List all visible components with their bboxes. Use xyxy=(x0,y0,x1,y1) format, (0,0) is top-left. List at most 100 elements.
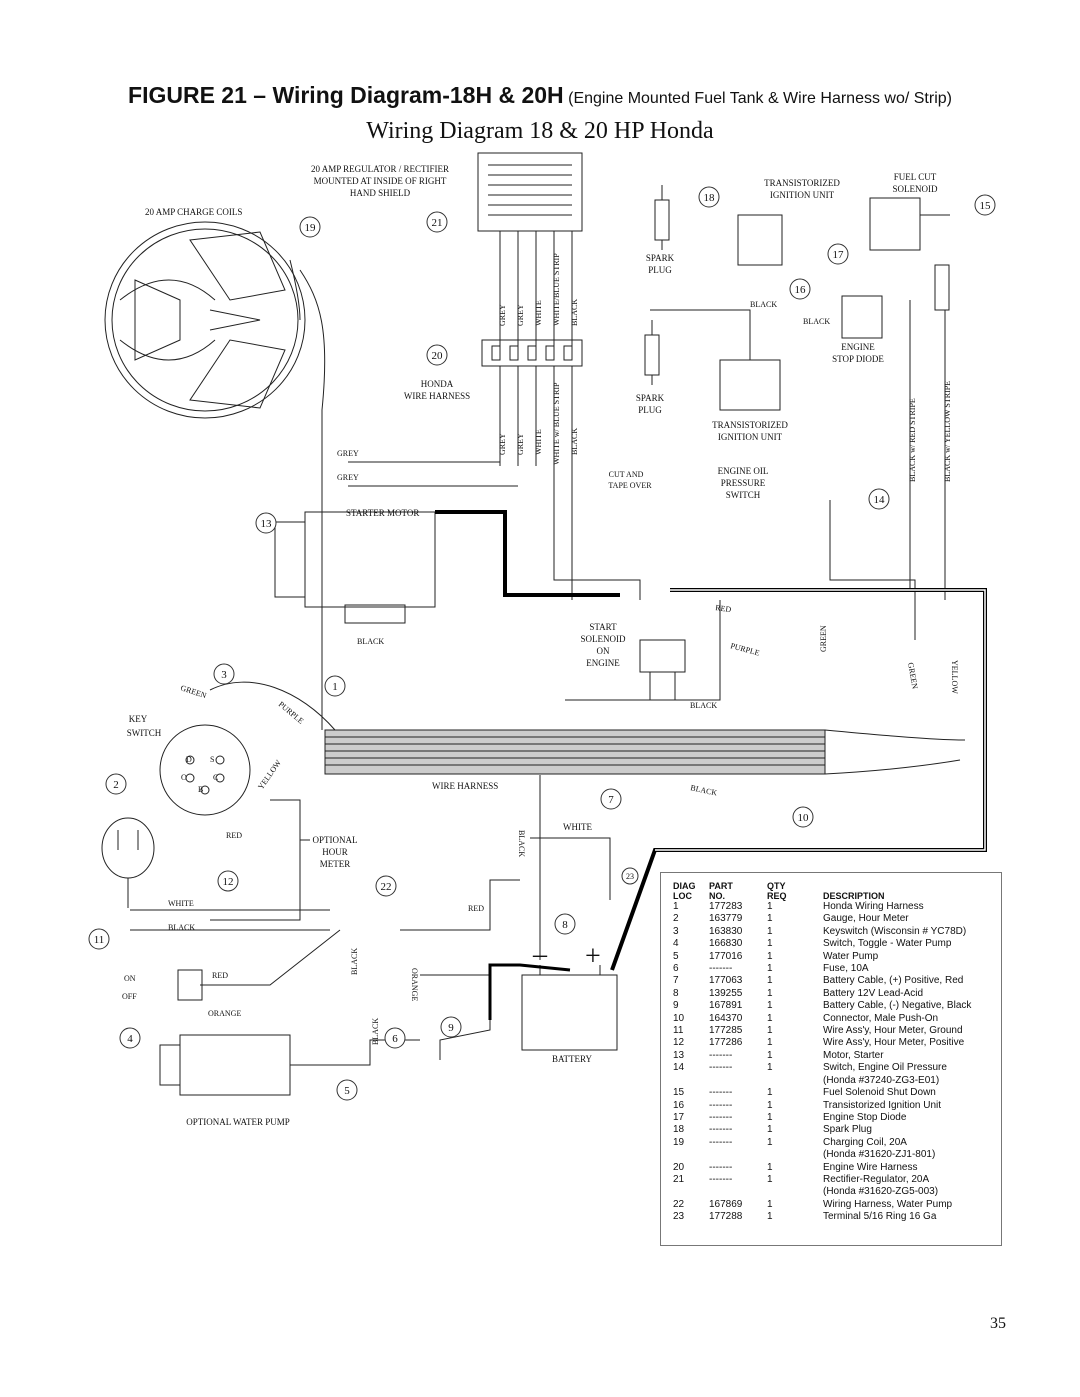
regulator-label-2: MOUNTED AT INSIDE OF RIGHT xyxy=(314,176,447,186)
water-pump-label: OPTIONAL WATER PUMP xyxy=(186,1117,290,1127)
parts-cell-loc xyxy=(673,1075,709,1087)
charge-coil-drawing xyxy=(104,221,306,419)
parts-cell-qty xyxy=(767,1075,823,1087)
spark-plug-top-2: PLUG xyxy=(648,265,672,275)
hour-meter-3: METER xyxy=(320,859,351,869)
fuel-cut-2: SOLENOID xyxy=(893,184,938,194)
start-solenoid-3: ON xyxy=(597,646,610,656)
parts-cell-qty xyxy=(767,1186,823,1198)
transistorized-top-2: IGNITION UNIT xyxy=(770,190,835,200)
parts-cell-part: 166830 xyxy=(709,938,743,950)
parts-cell-desc: Rectifier-Regulator, 20A xyxy=(823,1173,930,1185)
parts-cell-qty: 1 xyxy=(767,1049,773,1061)
header-diag: DIAG xyxy=(673,881,696,891)
parts-cell-qty: 1 xyxy=(767,1000,773,1012)
callout-19: 19 xyxy=(305,222,317,234)
callout-22: 22 xyxy=(381,881,392,893)
diagram-subtitle: Wiring Diagram 18 & 20 HP Honda xyxy=(366,118,714,144)
parts-cell-part: ------- xyxy=(709,1099,733,1111)
parts-cell-part: 177063 xyxy=(709,975,743,987)
parts-cell-loc: 22 xyxy=(673,1198,685,1210)
purple-label-right: PURPLE xyxy=(729,641,760,657)
parts-cell-desc: Gauge, Hour Meter xyxy=(823,913,909,925)
key-switch-drawing xyxy=(159,724,251,816)
figure-title: FIGURE 21 – Wiring Diagram-18H & 20H xyxy=(128,82,564,108)
starter-motor-label: STARTER MOTOR xyxy=(346,508,419,518)
callout-8: 8 xyxy=(562,919,568,931)
white-hour-label: WHITE xyxy=(168,899,194,908)
engine-stop-diode-2: STOP DIODE xyxy=(832,354,884,364)
on-label: ON xyxy=(124,974,136,983)
parts-cell-loc: 13 xyxy=(673,1049,685,1061)
white-blue-strip-label: WHITE/BLUE STRIP xyxy=(552,253,561,326)
parts-cell-desc: Charging Coil, 20A xyxy=(823,1136,907,1148)
grey-wire-label-2: GREY xyxy=(337,473,359,482)
parts-cell-qty: 1 xyxy=(767,1211,773,1223)
parts-cell-loc: 2 xyxy=(673,913,679,925)
parts-cell-qty: 1 xyxy=(767,938,773,950)
key-term-b: B xyxy=(198,785,203,794)
parts-cell-loc: 23 xyxy=(673,1211,685,1223)
parts-cell-part: 164370 xyxy=(709,1012,743,1024)
honda-harness-1: HONDA xyxy=(421,379,454,389)
parts-cell-desc: Wire Ass'y, Hour Meter, Positive xyxy=(823,1037,965,1049)
parts-cell-part: 167869 xyxy=(709,1198,743,1210)
parts-cell-desc: Battery Cable, (-) Negative, Black xyxy=(823,1000,972,1012)
yellow-label-right: YELLOW xyxy=(950,660,959,694)
parts-cell-loc: 18 xyxy=(673,1124,685,1136)
parts-cell-part: ------- xyxy=(709,963,733,975)
parts-cell-qty xyxy=(767,1149,823,1161)
honda-harness-2: WIRE HARNESS xyxy=(404,391,470,401)
black-red-stripe-label: BLACK w/ RED STRIPE xyxy=(908,398,917,482)
figure-detail: (Engine Mounted Fuel Tank & Wire Harness… xyxy=(568,90,952,107)
parts-cell-part xyxy=(709,1075,767,1087)
wire-harness-label: WIRE HARNESS xyxy=(432,781,498,791)
oil-pressure-1: ENGINE OIL xyxy=(718,466,769,476)
figure-heading: FIGURE 21 – Wiring Diagram-18H & 20H (En… xyxy=(0,82,1080,109)
red-toggle-label: RED xyxy=(212,971,228,980)
parts-cell-qty: 1 xyxy=(767,1099,773,1111)
engine-stop-diode-1: ENGINE xyxy=(841,342,875,352)
black-fuse-label: BLACK xyxy=(350,948,359,975)
parts-cell-part: ------- xyxy=(709,1087,733,1099)
parts-cell-part: 177283 xyxy=(709,901,743,912)
key-term-o: O xyxy=(181,773,187,782)
parts-cell-desc: Connector, Male Push-On xyxy=(823,1012,939,1024)
off-label: OFF xyxy=(122,992,137,1001)
parts-cell-part: 139255 xyxy=(709,987,743,999)
start-solenoid-1: START xyxy=(589,622,617,632)
spark-plug-bottom-2: PLUG xyxy=(638,405,662,415)
black-label-v1: BLACK xyxy=(570,299,579,326)
parts-cell-loc: 11 xyxy=(673,1025,684,1037)
regulator-label-3: HAND SHIELD xyxy=(350,188,411,198)
parts-cell-qty: 1 xyxy=(767,1173,773,1185)
header-no: NO. xyxy=(709,891,726,901)
start-solenoid-4: ENGINE xyxy=(586,658,620,668)
parts-cell-loc: 17 xyxy=(673,1111,685,1123)
black-harness-label: BLACK xyxy=(690,783,719,797)
parts-cell-qty: 1 xyxy=(767,1111,773,1123)
key-term-c: C xyxy=(213,773,218,782)
oil-pressure-2: PRESSURE xyxy=(721,478,766,488)
parts-cell-desc: Honda Wiring Harness xyxy=(823,901,924,912)
parts-cell-part: ------- xyxy=(709,1136,733,1148)
callout-18: 18 xyxy=(704,192,716,204)
orange-toggle-label: ORANGE xyxy=(208,1009,241,1018)
grey-label-v2: GREY xyxy=(516,304,525,326)
parts-cell-part: ------- xyxy=(709,1161,733,1173)
parts-cell-part: 177285 xyxy=(709,1025,743,1037)
parts-cell-loc: 1 xyxy=(673,901,679,912)
plus-label: + xyxy=(585,941,601,972)
harness-connector-drawing xyxy=(348,339,583,487)
parts-cell-part: 177016 xyxy=(709,950,743,962)
